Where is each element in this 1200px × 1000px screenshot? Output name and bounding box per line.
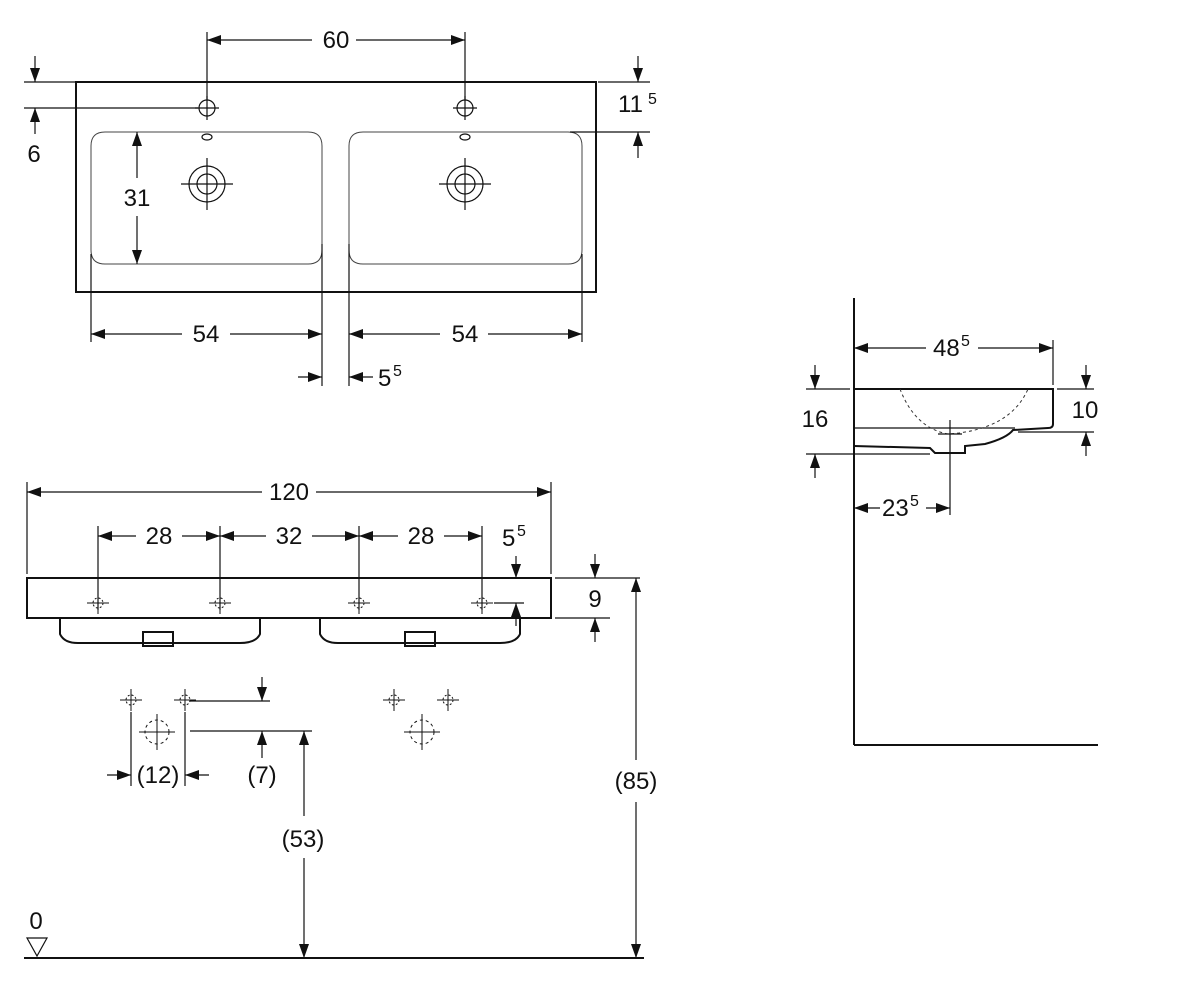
dim-label: 9 (588, 586, 601, 613)
bowl-underside-right (319, 618, 521, 644)
level-marker-icon (25, 937, 49, 958)
dim-label: (53) (282, 826, 325, 853)
dim-bowl-depth: 31 (124, 132, 151, 264)
dim-label: 31 (124, 185, 151, 212)
basin-profile-side (853, 388, 1054, 454)
dim-label: (7) (247, 762, 276, 789)
waste-marker-icon (382, 688, 406, 712)
overflow-right (459, 133, 471, 141)
dim-tap-spacing: 60 (206, 27, 466, 100)
dim-bowl-left-width: 54 (90, 244, 323, 386)
bowl-right-top (348, 131, 583, 265)
drain-body-right (404, 631, 436, 647)
drain-left (181, 158, 233, 210)
waste-outlet-icon (138, 713, 176, 751)
dim-label-superscript: 5 (648, 91, 657, 108)
dim-waste-offset: (7) (190, 677, 312, 789)
front-view: 120 28 32 28 (24, 479, 658, 959)
overflow-left (201, 133, 213, 141)
dim-label: 5 (378, 365, 391, 392)
basin-slab-front (26, 577, 552, 619)
waste-marker-icon (173, 688, 197, 712)
dim-tap-offset: 6 (24, 56, 198, 168)
waste-marker-icon (436, 688, 460, 712)
top-view: 60 6 11 5 31 (24, 27, 657, 392)
side-view: 48 5 16 10 23 (802, 298, 1098, 746)
bowl-underside-left (59, 618, 261, 644)
dim-label: 16 (802, 406, 829, 433)
dim-drain-offset: 23 5 (854, 493, 950, 522)
dim-bowl-right-width: 54 (348, 244, 583, 386)
drain-right (439, 158, 491, 210)
waste-marker-icon (119, 688, 143, 712)
basin-outline-top (75, 81, 597, 293)
dim-bowl-depth-front: 11 5 (570, 56, 657, 158)
dim-label: 32 (276, 523, 303, 550)
bowl-hidden-line (899, 388, 1029, 435)
bowl-left-top (90, 131, 323, 265)
dim-label: 11 (618, 91, 643, 118)
dim-depth: 48 5 (854, 333, 1054, 385)
floor-line: 0 (24, 908, 644, 959)
dim-waste-spacing: (12) (107, 712, 209, 789)
dim-label: 23 (882, 495, 909, 522)
dim-total-width: 120 (26, 479, 552, 574)
dim-label: 28 (408, 523, 435, 550)
dim-label: 54 (193, 321, 220, 348)
dim-label: 120 (269, 479, 309, 506)
dim-label: 28 (146, 523, 173, 550)
dim-height-total: 16 (802, 365, 930, 478)
dim-label: 0 (29, 908, 42, 935)
dim-label-superscript: 5 (910, 493, 919, 510)
dim-label: 54 (452, 321, 479, 348)
dim-label: (12) (137, 762, 180, 789)
dim-rim-height: 9 (555, 554, 640, 642)
dim-label-superscript: 5 (517, 523, 526, 540)
dim-rim-offset: 5 5 (494, 523, 526, 626)
dim-label: 6 (27, 141, 40, 168)
waste-outlet-icon (403, 713, 441, 751)
dim-bowl-gap: 5 5 (298, 363, 402, 392)
dim-label: 10 (1072, 397, 1099, 424)
dim-label: 60 (323, 27, 350, 54)
dim-height-front: 10 (1018, 365, 1098, 456)
drain-body-left (142, 631, 174, 647)
dim-label: 48 (933, 335, 960, 362)
dim-fixing-spacings: 28 32 28 (97, 523, 483, 610)
dim-label-superscript: 5 (961, 333, 970, 350)
dim-label-superscript: 5 (393, 363, 402, 380)
dim-label: (85) (615, 768, 658, 795)
dim-label: 5 (502, 525, 515, 552)
dim-total-height: (85) (615, 578, 658, 958)
dim-waste-height: (53) (282, 731, 325, 958)
